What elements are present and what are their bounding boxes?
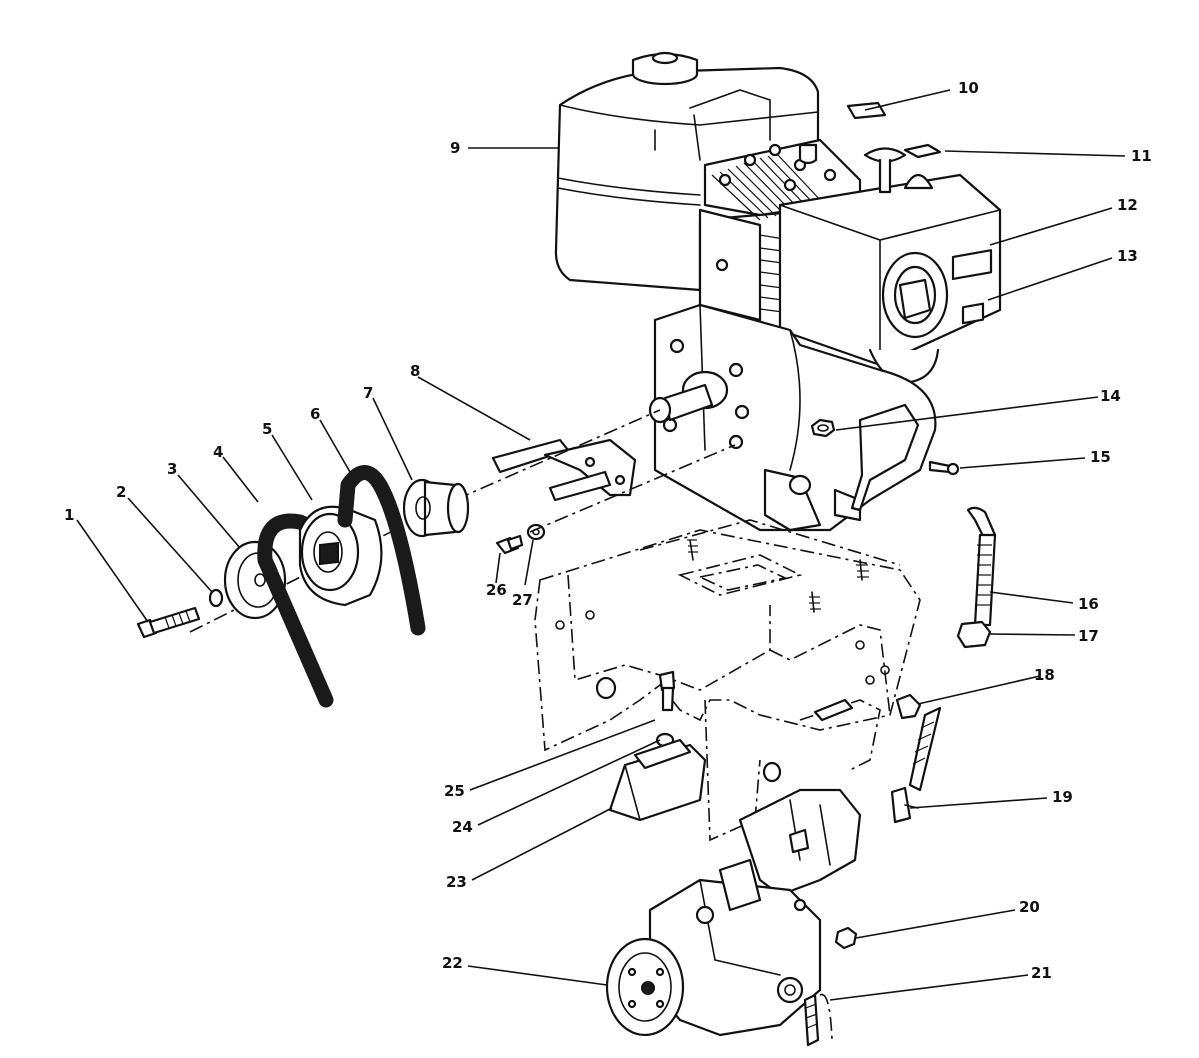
callout-21: 21 [1031,964,1052,982]
belt-guide-8 [491,438,637,502]
frame-plate [534,519,921,842]
deflector-plate [738,788,862,897]
hex-nut-14 [810,418,836,438]
lock-washer-2 [208,588,224,608]
pulley-centerline [189,409,661,633]
callout-16: 16 [1078,595,1099,613]
callout-labels: 1 2 3 4 5 6 7 8 9 10 11 12 13 14 15 16 1… [64,79,1152,982]
screw-18 [895,693,922,720]
bolt-centerline [529,444,736,533]
callout-7: 7 [363,384,373,402]
callout-25: 25 [444,782,465,800]
v-belt-6 [337,465,426,636]
callout-20: 20 [1019,898,1040,916]
support-bracket-23 [608,738,707,822]
callout-18: 18 [1034,666,1055,684]
decal-small-11 [903,143,942,159]
pulley-5 [298,505,383,607]
bolt-26 [495,534,524,555]
stud-19 [890,706,942,824]
callout-4: 4 [213,443,223,461]
callout-12: 12 [1117,196,1138,214]
callout-24: 24 [452,818,473,836]
callout-8: 8 [410,362,420,380]
callout-2: 2 [116,483,126,501]
bolt-25 [658,670,676,712]
callout-17: 17 [1078,627,1099,645]
cap-17 [956,620,992,649]
stud-21 [803,993,833,1047]
v-belt-4 [257,513,348,708]
bolt-1 [136,606,201,639]
callout-26: 26 [486,581,507,599]
callout-27: 27 [512,591,533,609]
nut-20 [834,926,858,950]
callout-5: 5 [262,420,272,438]
drain-elbow-16 [966,506,997,627]
leader-lines [76,89,1126,1001]
callout-13: 13 [1117,247,1138,265]
pulley-7 [402,478,470,538]
decal-small-10 [846,101,887,120]
callout-6: 6 [310,405,320,423]
callout-22: 22 [442,954,463,972]
callout-14: 14 [1100,387,1121,405]
callout-10: 10 [958,79,979,97]
callout-15: 15 [1090,448,1111,466]
gear-case-22 [605,858,822,1037]
bracket-15 [850,403,920,512]
callout-1: 1 [64,506,74,524]
callout-19: 19 [1052,788,1073,806]
fuel-tank [554,51,820,292]
callout-11: 11 [1131,147,1152,165]
callout-23: 23 [446,873,467,891]
callout-3: 3 [167,460,177,478]
callout-9: 9 [450,139,460,157]
screw-15 [928,460,960,476]
